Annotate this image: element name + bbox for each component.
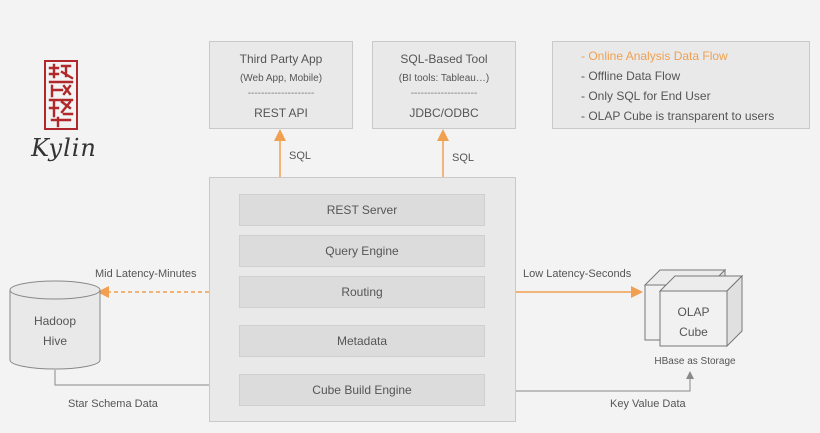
legend-item-olap: - OLAP Cube is transparent to users bbox=[581, 109, 775, 123]
star-schema-label: Star Schema Data bbox=[68, 398, 158, 410]
hadoop-cylinder-icon bbox=[9, 280, 101, 370]
client-title: Third Party App bbox=[239, 52, 323, 66]
hive-label: Hive bbox=[42, 334, 67, 348]
third-party-app-box: Third Party App (Web App, Mobile) ------… bbox=[209, 41, 353, 129]
query-engine-module: Query Engine bbox=[239, 235, 485, 267]
olap-cube-icon bbox=[643, 268, 744, 347]
client-divider: -------------------- bbox=[410, 88, 478, 99]
hadoop-label: Hadoop bbox=[33, 314, 77, 328]
client-subtitle: (Web App, Mobile) bbox=[239, 73, 323, 84]
low-latency-label: Low Latency-Seconds bbox=[523, 268, 632, 280]
cube-build-engine-module: Cube Build Engine bbox=[239, 374, 485, 406]
sql-label-left: SQL bbox=[289, 150, 312, 162]
metadata-module: Metadata bbox=[239, 325, 485, 357]
olap-label: OLAP bbox=[677, 305, 710, 319]
sql-based-tool-box: SQL-Based Tool (BI tools: Tableau…) ----… bbox=[372, 41, 516, 129]
star-schema-arrow bbox=[54, 370, 238, 389]
cube-label: Cube bbox=[679, 325, 708, 339]
client-subtitle: (BI tools: Tableau…) bbox=[398, 73, 490, 84]
client-title: SQL-Based Tool bbox=[400, 52, 488, 66]
kylin-server-box: REST Server Query Engine Routing Metadat… bbox=[209, 177, 516, 422]
rest-server-module: REST Server bbox=[239, 194, 485, 226]
sql-label-right: SQL bbox=[452, 152, 475, 164]
key-value-arrow bbox=[486, 371, 694, 392]
client-api: JDBC/ODBC bbox=[409, 106, 479, 120]
routing-module: Routing bbox=[239, 276, 485, 308]
kylin-logo: Kylin bbox=[28, 58, 100, 168]
mid-latency-label: Mid Latency-Minutes bbox=[95, 268, 197, 280]
legend-box: - Online Analysis Data Flow - Offline Da… bbox=[552, 41, 810, 129]
client-divider: -------------------- bbox=[247, 88, 315, 99]
kylin-seal-icon bbox=[44, 60, 78, 130]
key-value-label: Key Value Data bbox=[610, 398, 686, 410]
logo-wordmark: Kylin bbox=[31, 134, 97, 162]
client-api: REST API bbox=[254, 106, 308, 120]
legend-item-sql: - Only SQL for End User bbox=[581, 89, 711, 103]
legend-item-online: - Online Analysis Data Flow bbox=[581, 49, 728, 63]
legend-item-offline: - Offline Data Flow bbox=[581, 69, 681, 83]
hbase-caption: HBase as Storage bbox=[654, 356, 736, 367]
